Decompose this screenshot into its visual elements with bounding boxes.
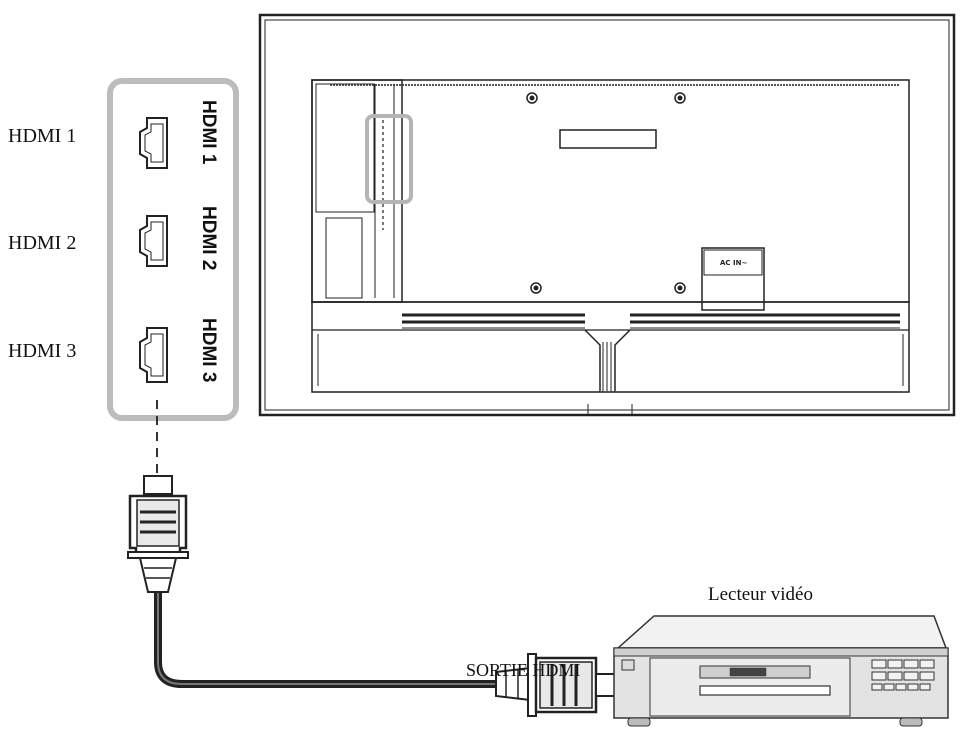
ac-in-label: AC IN~ (720, 259, 747, 267)
video-player (613, 615, 949, 727)
hdmi-port-1-icon (139, 117, 168, 169)
port-label-hdmi-3: HDMI 3 (198, 318, 219, 383)
video-player-title: Lecteur vidéo (708, 584, 813, 605)
side-label-hdmi-2: HDMI 2 (8, 232, 77, 254)
hdmi-port-3-icon (139, 327, 168, 383)
hdmi-connector-lower (495, 653, 617, 717)
hdmi-port-icons (139, 117, 168, 383)
side-label-hdmi-3: HDMI 3 (8, 340, 77, 362)
side-label-hdmi-1: HDMI 1 (8, 125, 77, 147)
port-label-hdmi-1: HDMI 1 (198, 100, 219, 165)
port-label-hdmi-2: HDMI 2 (198, 206, 219, 271)
tv-rear-view (258, 13, 956, 417)
hdmi-port-2-icon (139, 215, 168, 267)
hdmi-output-label: SORTIE HDMI (466, 660, 581, 680)
port-panel (107, 78, 239, 421)
hdmi-connector-upper (127, 475, 189, 593)
hdmi-cable (154, 586, 502, 688)
port-highlight-small (365, 114, 413, 204)
